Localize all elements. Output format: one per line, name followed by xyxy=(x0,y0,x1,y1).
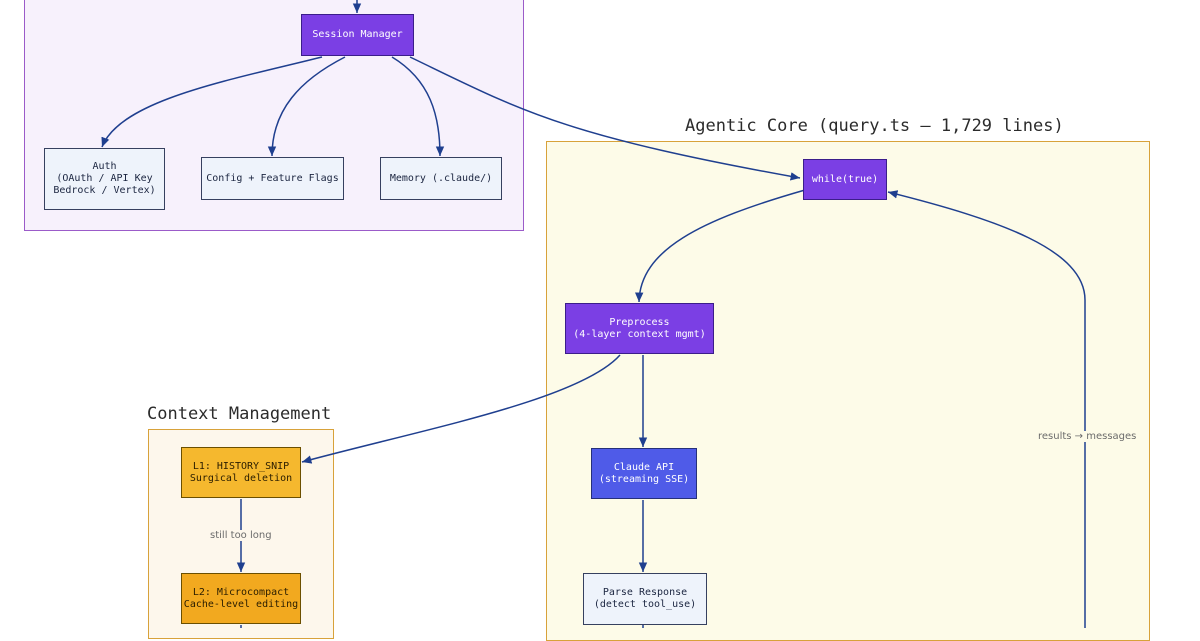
parse-response-node: Parse Response (detect tool_use) xyxy=(583,573,707,625)
edge-label-still-too-long: still too long xyxy=(208,530,274,541)
agentic-core-group xyxy=(546,141,1150,641)
edge-session-to-while xyxy=(409,56,801,181)
edge-while-to-preprocess xyxy=(634,189,806,303)
claude-api-node: Claude API (streaming SSE) xyxy=(591,448,697,499)
agentic-core-title: Agentic Core (query.ts — 1,729 lines) xyxy=(685,116,1064,136)
memory-node: Memory (.claude/) xyxy=(380,157,502,200)
diagram-edges xyxy=(101,0,1086,628)
session-manager-node: Session Manager xyxy=(301,14,414,56)
context-management-title: Context Management xyxy=(147,404,332,424)
edge-session-to-config xyxy=(267,56,346,157)
l1-history-snip-node: L1: HISTORY_SNIP Surgical deletion xyxy=(181,447,301,498)
preprocess-node: Preprocess (4-layer context mgmt) xyxy=(565,303,714,354)
config-node: Config + Feature Flags xyxy=(201,157,344,200)
auth-node: Auth (OAuth / API Key Bedrock / Vertex) xyxy=(44,148,165,210)
l2-microcompact-node: L2: Microcompact Cache-level editing xyxy=(181,573,301,624)
edge-preprocess-to-l1 xyxy=(301,354,621,464)
edge-session-to-auth xyxy=(101,56,323,148)
while-true-node: while(true) xyxy=(803,159,887,200)
edge-label-results-messages: results → messages xyxy=(1036,431,1139,442)
edge-session-to-memory xyxy=(391,56,445,157)
edge-results-to-while xyxy=(887,190,1086,628)
